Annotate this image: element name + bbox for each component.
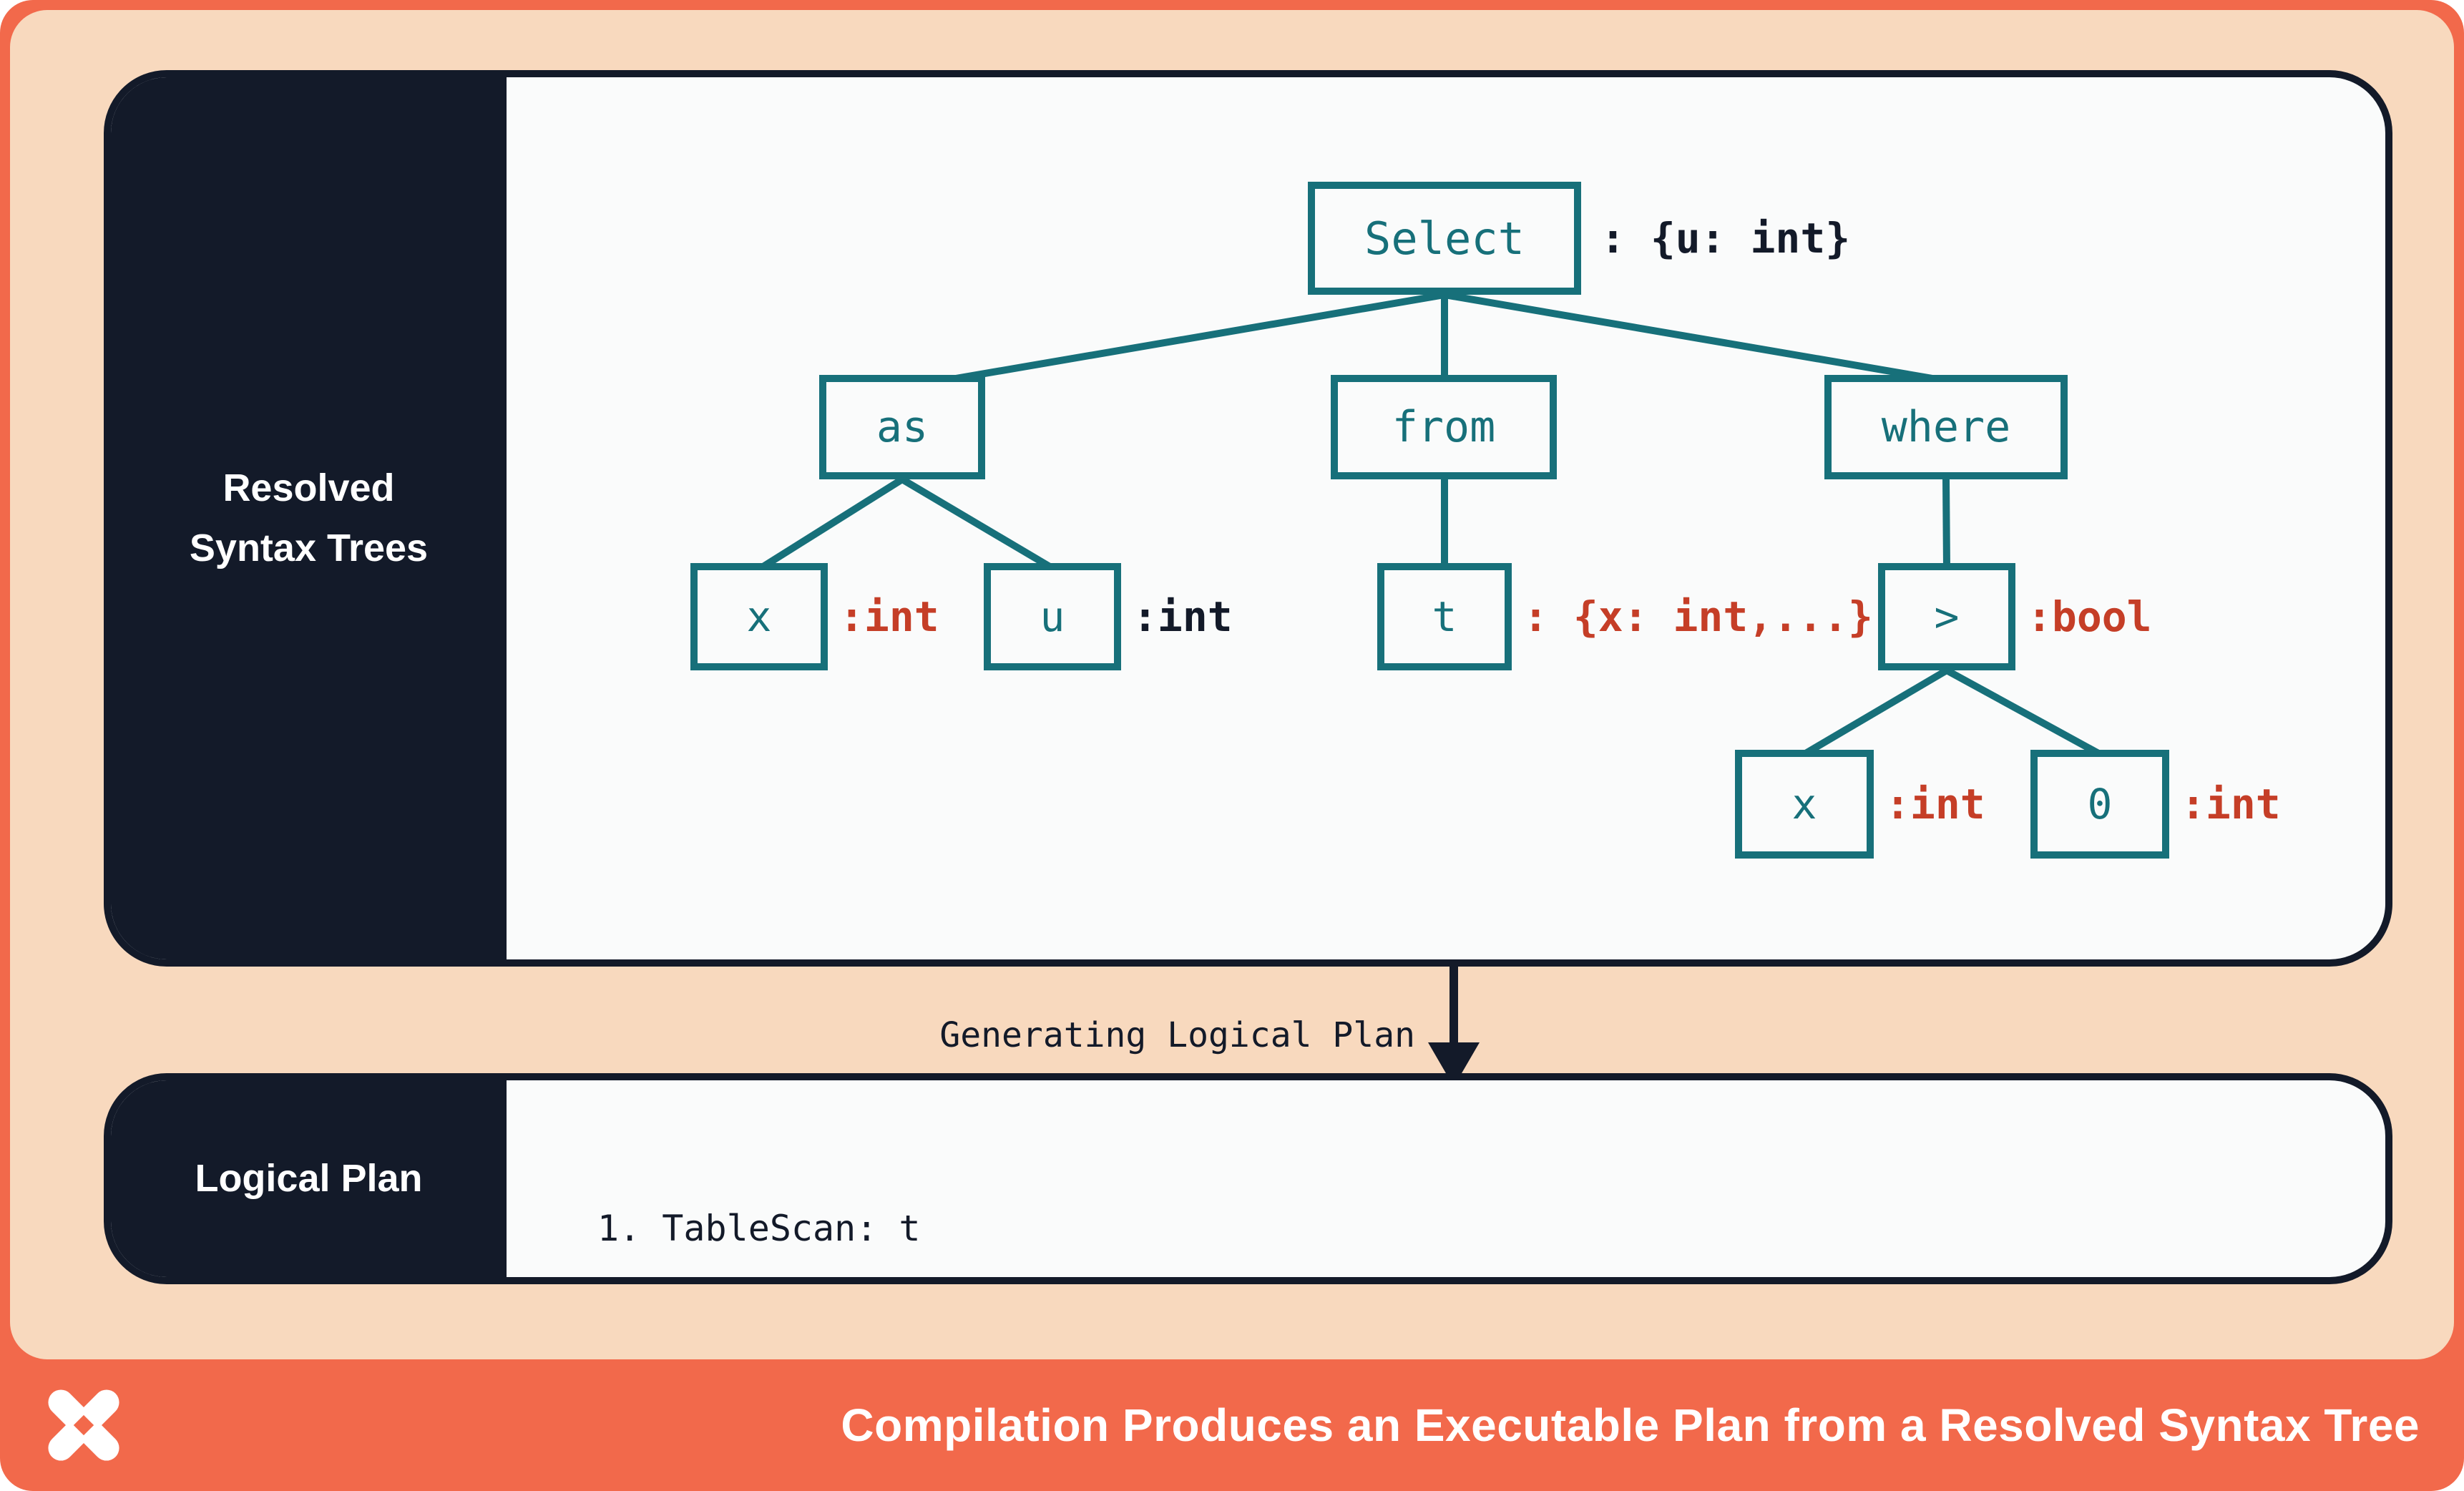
tree-node-x-leaf: x [1735, 750, 1874, 859]
footer-title: Compilation Produces an Executable Plan … [841, 1399, 2420, 1451]
transition-label: Generating Logical Plan [939, 1015, 1415, 1055]
logical-plan-steps: 1. TableScan: t 2. Filter: t.x > 0 3. Pr… [597, 1103, 1092, 1277]
tree-node-where: where [1824, 375, 2068, 479]
node-annotation-zero: :int [2181, 780, 2281, 828]
brand-logo-icon [48, 1389, 119, 1461]
tree-edges [760, 291, 2102, 758]
logical-panel-sidebar: Logical Plan [111, 1080, 507, 1277]
node-label: as [876, 402, 929, 452]
node-annotation-greater-than: :bool [2027, 592, 2152, 641]
node-annotation-t: : {x: int,...} [1523, 592, 1873, 641]
tree-node-greater-than: > [1878, 563, 2015, 670]
node-label: > [1934, 592, 1960, 641]
node-annotation-u: :int [1133, 592, 1233, 641]
node-label: x [746, 592, 772, 641]
node-label: u [1040, 592, 1065, 641]
logical-panel-title: Logical Plan [195, 1156, 423, 1200]
logical-plan-panel: 1. TableScan: t 2. Filter: t.x > 0 3. Pr… [104, 1073, 2392, 1284]
tree-node-u: u [984, 563, 1121, 670]
node-label: t [1432, 592, 1457, 641]
node-label: Select [1364, 212, 1525, 265]
transition: Generating Logical Plan [10, 967, 2464, 1087]
tree-node-from: from [1331, 375, 1557, 479]
resolved-syntax-trees-panel: Select : {u: int} as from where x [104, 70, 2392, 967]
resolved-panel-title: Resolved Syntax Trees [189, 466, 429, 569]
node-annotation-select: : {u: int} [1600, 214, 1851, 263]
resolved-panel-sidebar: Resolved Syntax Trees [111, 77, 507, 959]
tree-node-x: x [690, 563, 828, 670]
node-label: x [1791, 780, 1817, 828]
node-label: from [1392, 402, 1496, 452]
down-arrow-icon [1428, 967, 1480, 1087]
syntax-tree: Select : {u: int} as from where x [111, 77, 2385, 959]
tree-node-t: t [1377, 563, 1512, 670]
node-annotation-x-leaf: :int [1885, 780, 1985, 828]
slide-canvas: Select : {u: int} as from where x [10, 10, 2454, 1359]
node-label: where [1881, 402, 2011, 452]
tree-node-select: Select [1308, 182, 1581, 295]
footer: Compilation Produces an Executable Plan … [0, 1359, 2464, 1491]
node-label: 0 [2087, 780, 2113, 828]
node-annotation-x: :int [839, 592, 939, 641]
tree-node-zero: 0 [2030, 750, 2169, 859]
tree-node-as: as [819, 375, 985, 479]
plan-step: 1. TableScan: t [597, 1208, 921, 1249]
